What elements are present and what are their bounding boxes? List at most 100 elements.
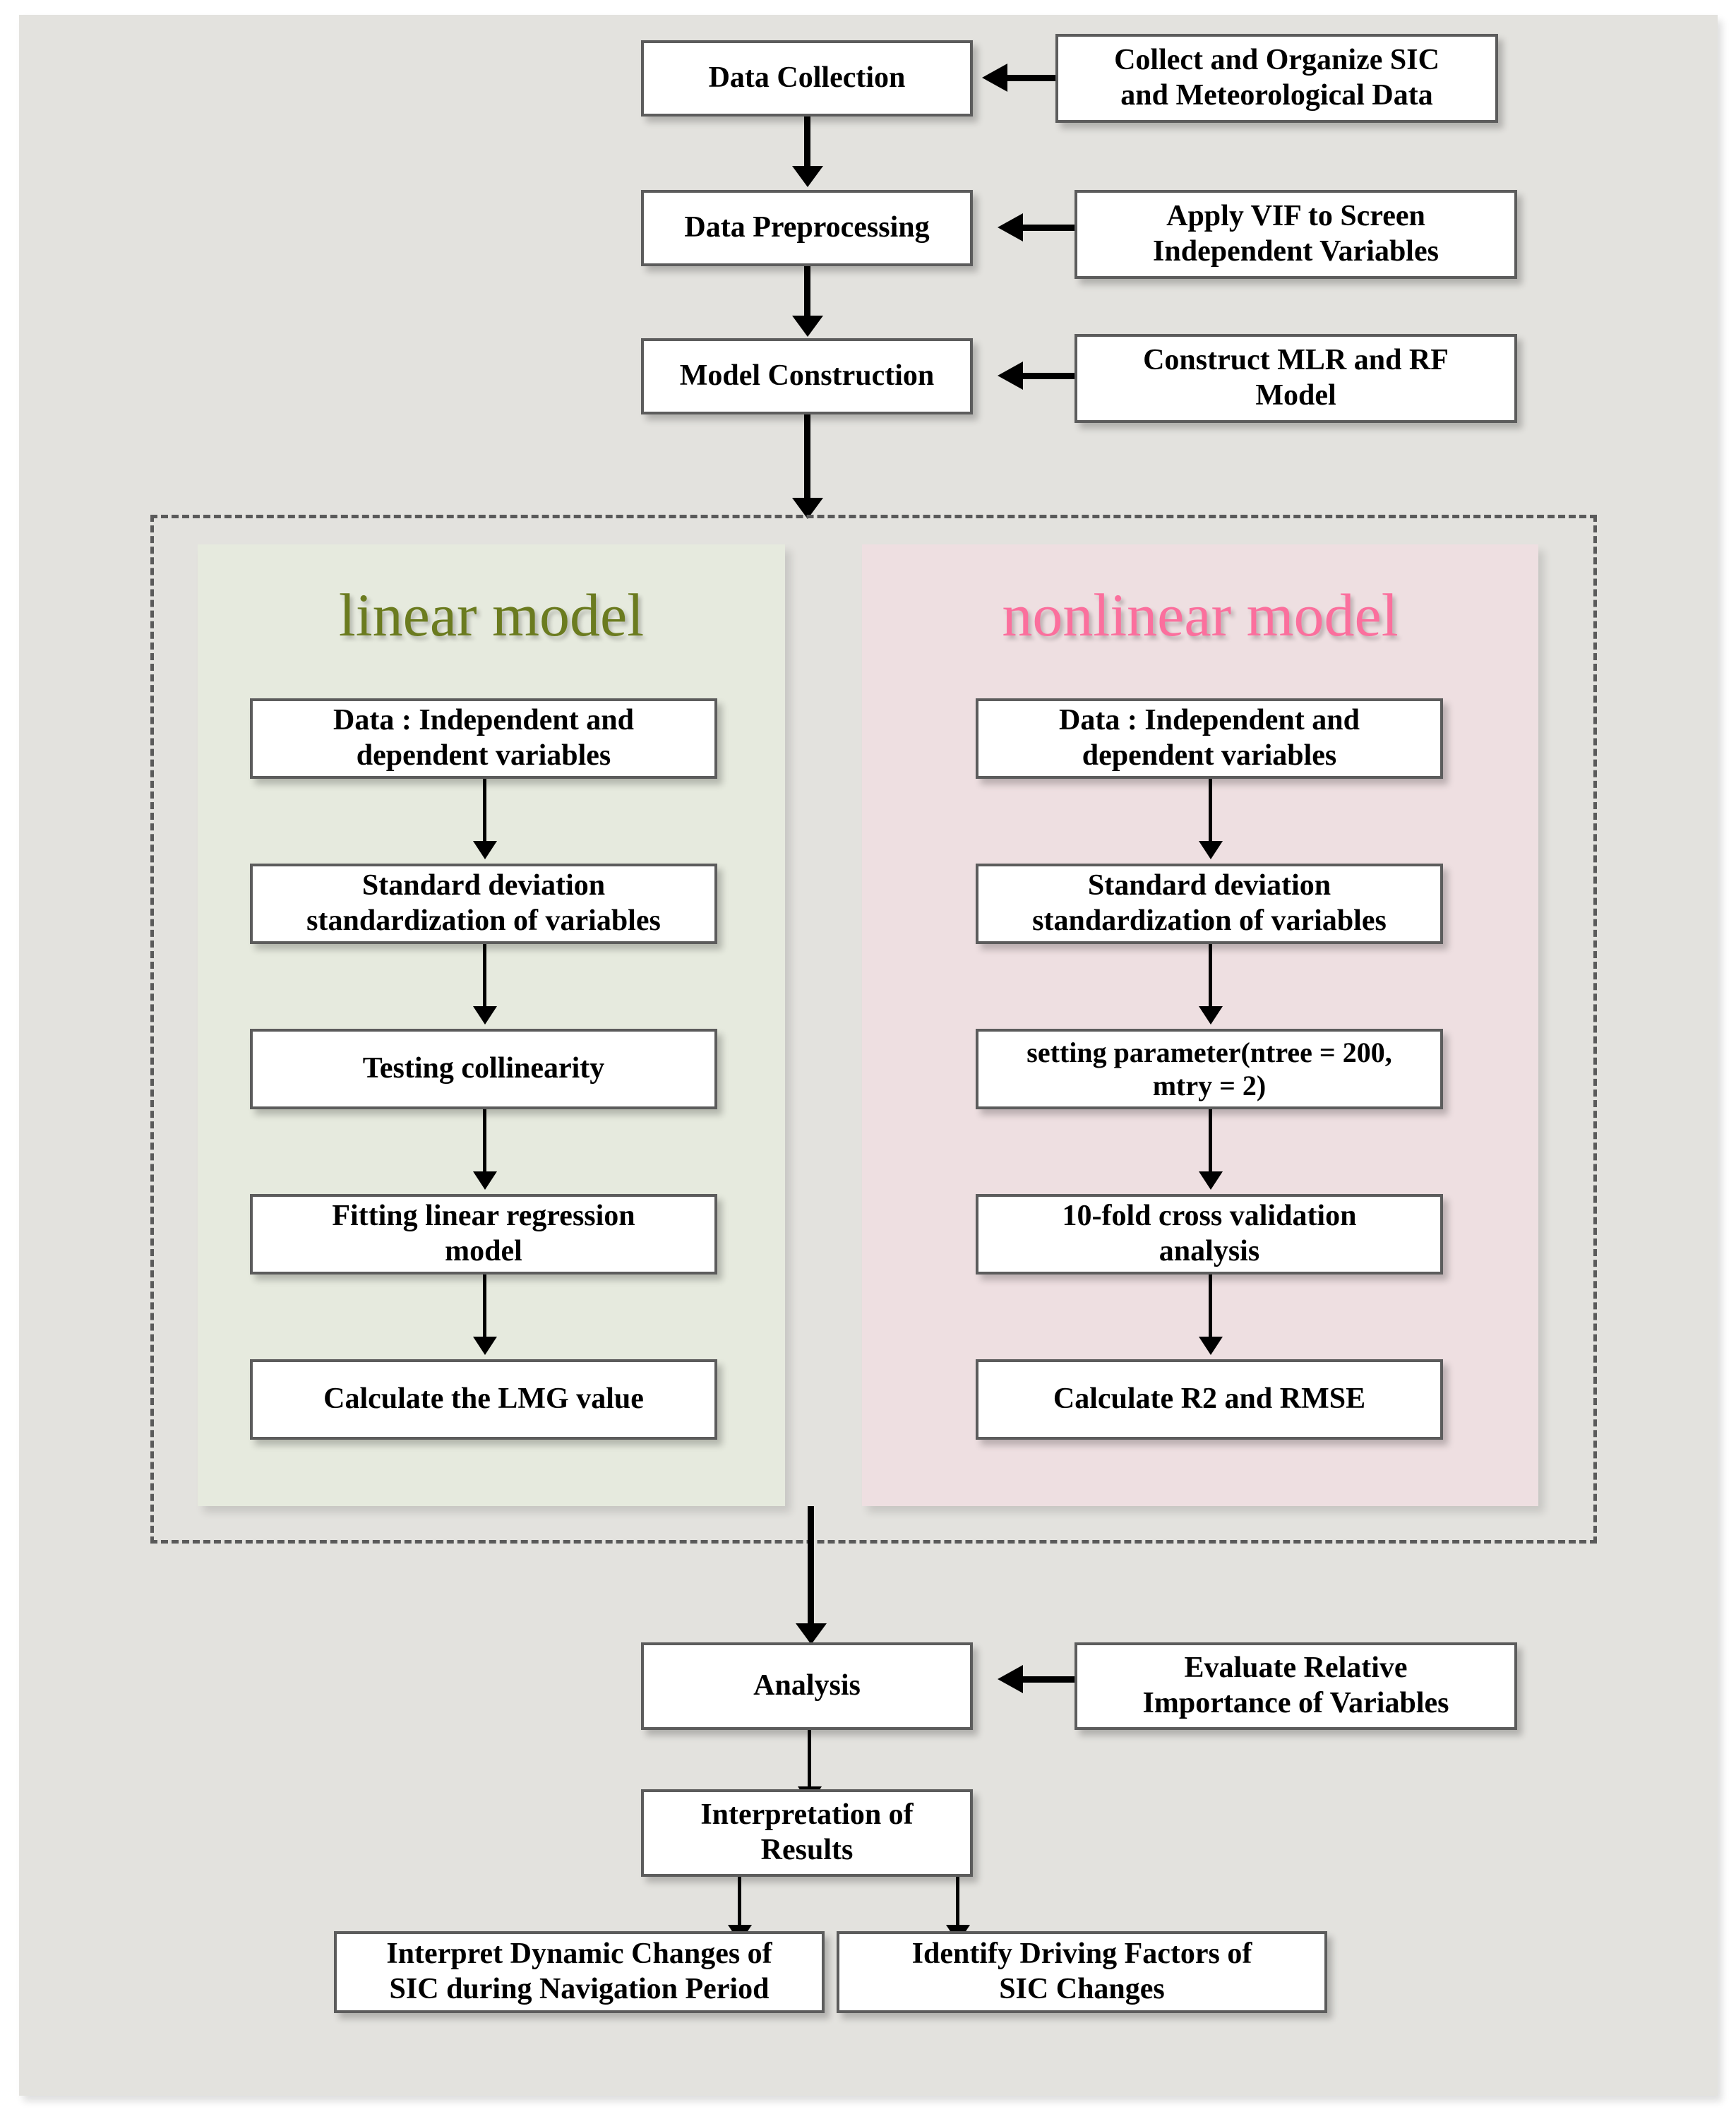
node-line-1: setting parameter(ntree = 200, <box>1026 1036 1392 1068</box>
arrow-shaft <box>738 1877 741 1928</box>
arrow-shaft <box>1022 373 1074 379</box>
arrow-head <box>473 1006 497 1025</box>
node-analysis[interactable]: Analysis <box>641 1642 973 1730</box>
node-data-preprocessing[interactable]: Data Preprocessing <box>641 190 973 266</box>
arrow-shaft <box>1022 225 1074 231</box>
node-line-1: Construct MLR and RF <box>1143 344 1449 377</box>
arrow-head <box>792 316 823 337</box>
linear-step-4[interactable]: Fitting linear regression model <box>250 1194 717 1275</box>
node-evaluate-importance[interactable]: Evaluate Relative Importance of Variable… <box>1074 1642 1517 1730</box>
node-label: Identify Driving Factors of SIC Changes <box>912 1937 1252 2007</box>
node-label: Analysis <box>753 1669 861 1702</box>
nonlinear-step-4[interactable]: 10-fold cross validation analysis <box>976 1194 1443 1275</box>
node-line-1: Data : Independent and <box>1059 704 1360 737</box>
arrow-head <box>1199 1171 1223 1190</box>
node-line-1: Collect and Organize SIC <box>1114 44 1439 77</box>
node-line-1: Apply VIF to Screen <box>1166 200 1425 233</box>
node-label: Data Collection <box>708 61 906 95</box>
arrow-shaft <box>1209 779 1212 844</box>
arrow-shaft <box>1209 1109 1212 1174</box>
node-line-1: Standard deviation <box>1087 869 1331 902</box>
nonlinear-step-3[interactable]: setting parameter(ntree = 200, mtry = 2) <box>976 1029 1443 1109</box>
node-line-2: SIC during Navigation Period <box>389 1973 770 2005</box>
node-line-1: 10-fold cross validation <box>1062 1200 1357 1233</box>
node-line-2: model <box>445 1235 522 1267</box>
arrow-head <box>473 841 497 859</box>
node-outcome-driving-factors[interactable]: Identify Driving Factors of SIC Changes <box>837 1931 1327 2013</box>
node-line-2: Results <box>760 1834 854 1866</box>
arrow-shaft <box>804 266 810 318</box>
linear-step-3[interactable]: Testing collinearity <box>250 1029 717 1109</box>
node-line-1: Data : Independent and <box>333 704 634 737</box>
arrow-head <box>473 1171 497 1190</box>
linear-step-1[interactable]: Data : Independent and dependent variabl… <box>250 698 717 779</box>
arrow-shaft <box>483 1275 486 1339</box>
linear-step-5[interactable]: Calculate the LMG value <box>250 1359 717 1440</box>
arrow-shaft <box>808 1730 811 1789</box>
node-label: setting parameter(ntree = 200, mtry = 2) <box>1026 1036 1391 1102</box>
node-line-2: SIC Changes <box>999 1973 1165 2005</box>
arrow-shaft <box>483 1109 486 1174</box>
arrow-shaft <box>804 117 810 169</box>
arrow-shaft <box>1022 1676 1074 1683</box>
arrow-head <box>1199 1337 1223 1355</box>
node-line-2: analysis <box>1159 1235 1260 1267</box>
nonlinear-step-1[interactable]: Data : Independent and dependent variabl… <box>976 698 1443 779</box>
node-label: Testing collinearity <box>362 1052 605 1085</box>
arrow-head <box>998 213 1023 241</box>
node-label: Data : Independent and dependent variabl… <box>1059 703 1360 773</box>
arrow-shaft <box>483 779 486 844</box>
arrow-head <box>792 166 823 187</box>
node-label: Model Construction <box>679 359 935 393</box>
node-line-2: mtry = 2) <box>1152 1070 1267 1102</box>
node-data-collection[interactable]: Data Collection <box>641 40 973 117</box>
node-outcome-dynamic-changes[interactable]: Interpret Dynamic Changes of SIC during … <box>334 1931 825 2013</box>
node-line-1: Interpret Dynamic Changes of <box>386 1938 772 1971</box>
arrow-shaft <box>956 1877 959 1928</box>
node-line-2: Model <box>1255 379 1336 412</box>
arrow-head <box>796 1623 827 1645</box>
node-line-2: Independent Variables <box>1153 235 1439 268</box>
linear-step-2[interactable]: Standard deviation standardization of va… <box>250 864 717 944</box>
node-label: Apply VIF to Screen Independent Variable… <box>1153 199 1439 269</box>
node-line-2: standardization of variables <box>306 905 661 937</box>
arrow-head <box>998 362 1023 390</box>
node-collect-organize[interactable]: Collect and Organize SIC and Meteorologi… <box>1055 34 1498 123</box>
arrow-head <box>998 1665 1023 1693</box>
node-label: Calculate the LMG value <box>323 1383 644 1416</box>
node-apply-vif[interactable]: Apply VIF to Screen Independent Variable… <box>1074 190 1517 279</box>
arrow-head <box>1199 1006 1223 1025</box>
node-label: Interpret Dynamic Changes of SIC during … <box>386 1937 772 2007</box>
node-line-2: standardization of variables <box>1032 905 1387 937</box>
node-line-1: Fitting linear regression <box>332 1200 635 1233</box>
nonlinear-step-5[interactable]: Calculate R2 and RMSE <box>976 1359 1443 1440</box>
node-line-1: Standard deviation <box>361 869 606 902</box>
node-line-2: and Meteorological Data <box>1120 79 1433 112</box>
arrow-shaft <box>804 414 810 501</box>
node-label: 10-fold cross validation analysis <box>1062 1199 1357 1269</box>
node-line-1: Identify Driving Factors of <box>911 1938 1252 1971</box>
arrow-head <box>982 64 1007 92</box>
nonlinear-step-2[interactable]: Standard deviation standardization of va… <box>976 864 1443 944</box>
panel-title-nonlinear: nonlinear model <box>1002 581 1399 649</box>
node-label: Standard deviation standardization of va… <box>1032 869 1387 938</box>
node-line-1: Evaluate Relative <box>1184 1652 1408 1685</box>
model-group-container <box>150 515 1597 1544</box>
arrow-shaft <box>808 1506 814 1626</box>
node-label: Data : Independent and dependent variabl… <box>333 703 634 773</box>
arrow-shaft <box>483 944 486 1009</box>
node-construct-models[interactable]: Construct MLR and RF Model <box>1074 334 1517 423</box>
arrow-head <box>1199 841 1223 859</box>
node-label: Interpretation of Results <box>700 1798 913 1868</box>
node-line-2: dependent variables <box>356 739 611 772</box>
node-line-2: dependent variables <box>1082 739 1337 772</box>
diagram-canvas: Data Collection Collect and Organize SIC… <box>19 15 1718 2096</box>
panel-title-linear: linear model <box>338 581 645 649</box>
node-label: Data Preprocessing <box>684 211 930 244</box>
node-interpretation-of-results[interactable]: Interpretation of Results <box>641 1789 973 1877</box>
node-label: Construct MLR and RF Model <box>1143 343 1449 413</box>
node-model-construction[interactable]: Model Construction <box>641 338 973 414</box>
arrow-shaft <box>1006 75 1055 81</box>
arrow-shaft <box>1209 944 1212 1009</box>
node-label: Fitting linear regression model <box>332 1199 635 1269</box>
